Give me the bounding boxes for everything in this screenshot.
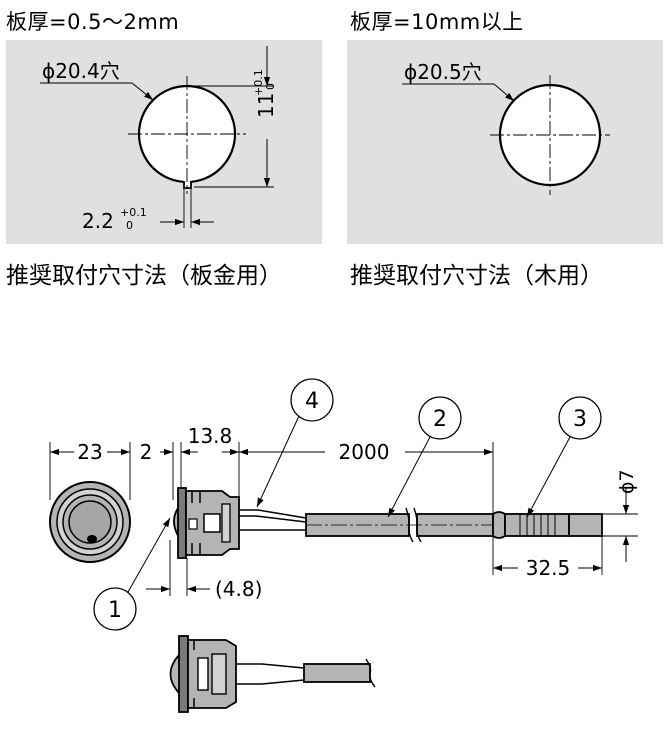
height-tolerance-lower: 0 [264, 83, 277, 90]
dim-mount-depth: (4.8) [215, 577, 262, 601]
dim-connector-length: 32.5 [526, 556, 571, 580]
connector-body [504, 513, 570, 537]
hole-diameter-label: ϕ20.4穴 [42, 59, 120, 83]
callout-2-leader [387, 436, 431, 518]
front-view [49, 481, 131, 563]
alt-cable-section [303, 663, 371, 683]
cable-break-marks [405, 507, 422, 543]
key-slot-outline [183, 181, 192, 189]
dim-front-diameter: 23 [77, 440, 102, 464]
callout-2: 2 [387, 396, 462, 518]
side-housing-tab [188, 518, 198, 530]
sheet-metal-hole-panel: ϕ20.4穴 11 +0.1 0 2.2 +0.1 0 [6, 40, 322, 244]
right-panel-caption: 推奨取付穴寸法（木用） [350, 263, 603, 289]
alt-housing-slot [197, 657, 209, 691]
callout-2-label: 2 [433, 407, 447, 432]
side-housing-ribs [191, 491, 201, 555]
callout-1-leader [127, 517, 171, 593]
height-dimension-value: 11 [254, 93, 278, 118]
wood-hole-leader-line [493, 83, 515, 102]
slot-dimension-value: 2.2 [82, 209, 114, 233]
alternate-side-view [169, 635, 376, 713]
left-panel-caption: 推奨取付穴寸法（板金用） [6, 263, 282, 289]
side-housing-back-block [221, 503, 231, 543]
height-tolerance-upper: +0.1 [252, 69, 265, 96]
side-bezel-flange [177, 487, 187, 559]
callout-1-label: 1 [108, 598, 122, 623]
assembly-drawing: 23 2 13.8 2000 [49, 378, 638, 713]
callout-1: 1 [93, 517, 171, 631]
lead-wire-top-1 [239, 509, 307, 519]
alt-lead-wires [236, 663, 305, 685]
slot-tolerance-lower: 0 [126, 219, 133, 232]
side-housing-window [203, 513, 221, 533]
slot-tolerance-upper: +0.1 [120, 206, 147, 219]
lead-wire-top-2 [239, 515, 307, 523]
connector-neck [492, 511, 506, 539]
dim-body-length: 13.8 [188, 424, 233, 448]
dim-cable-length: 2000 [339, 440, 390, 464]
callout-4: 4 [256, 378, 334, 508]
callout-2-circle [418, 396, 462, 440]
callout-4-circle [290, 378, 334, 422]
callout-4-leader [256, 415, 300, 508]
wood-hole-panel: ϕ20.5穴 [347, 40, 663, 244]
front-led-indicator [87, 535, 97, 543]
dim-flange: 2 [140, 440, 153, 464]
key-slot [184, 180, 191, 188]
hole-leader-line [131, 82, 154, 101]
callout-3: 3 [526, 396, 602, 518]
callout-4-label: 4 [305, 389, 319, 414]
right-panel-title: 板厚=10mm以上 [350, 10, 524, 34]
wood-hole-diameter-label: ϕ20.5穴 [404, 60, 482, 84]
callout-3-label: 3 [573, 407, 587, 432]
alt-housing-back-block [211, 653, 227, 695]
dim-connector-diameter: ϕ7 [616, 469, 638, 494]
alt-cable-break-mark [365, 658, 376, 688]
callout-3-circle [558, 396, 602, 440]
connector-grip-ribs [519, 514, 556, 536]
side-view [173, 487, 603, 559]
callout-3-leader [526, 436, 571, 518]
left-panel-title: 板厚=0.5～2mm [6, 10, 180, 34]
front-lens [68, 500, 112, 544]
connector-tip [568, 513, 603, 537]
alt-bezel-flange [178, 635, 189, 713]
callout-1-circle [93, 587, 137, 631]
